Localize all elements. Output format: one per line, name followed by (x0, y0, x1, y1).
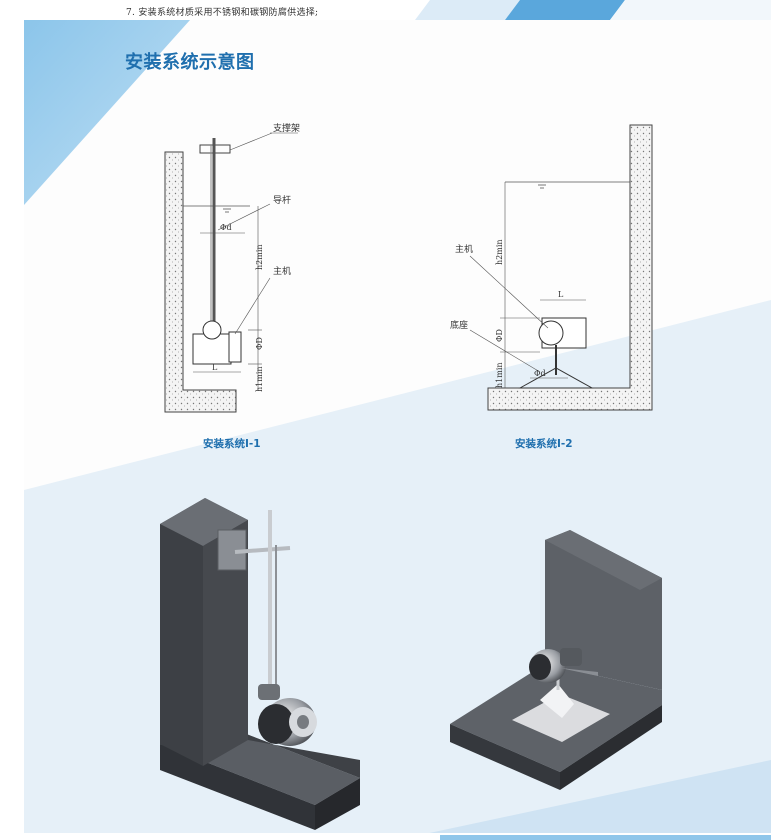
label-h2min-2: h2min (495, 239, 504, 265)
label-L-2: L (558, 290, 564, 299)
caption-system-2: 安装系统I-2 (515, 438, 573, 450)
label-h1min-2: h1min (495, 362, 504, 388)
diagram-2 (469, 124, 653, 411)
render-wall-mount (160, 498, 360, 830)
section-title: 安装系统示意图 (125, 52, 255, 73)
caption-system-1: 安装系统I-1 (203, 438, 261, 450)
label-phi-D-1: ΦD (255, 337, 264, 350)
diagram-1 (164, 132, 298, 413)
label-phi-d-2: Φd (534, 369, 546, 378)
label-h2min-1: h2min (255, 244, 264, 270)
note-text: 7. 安装系统材质采用不锈钢和碳钢防腐供选择; (126, 8, 319, 18)
label-main-unit-1: 主机 (273, 265, 291, 277)
label-phi-D-2: ΦD (495, 329, 504, 342)
label-support: 支撑架 (273, 122, 300, 134)
label-main-unit-2: 主机 (455, 243, 473, 255)
label-h1min-1: h1min (255, 366, 264, 392)
label-base: 底座 (450, 319, 468, 331)
label-phi-d-1: Φd (220, 223, 232, 232)
render-floor-mount (450, 530, 662, 790)
label-guide-rod: 导杆 (273, 194, 291, 206)
label-L-1: L (212, 363, 218, 372)
